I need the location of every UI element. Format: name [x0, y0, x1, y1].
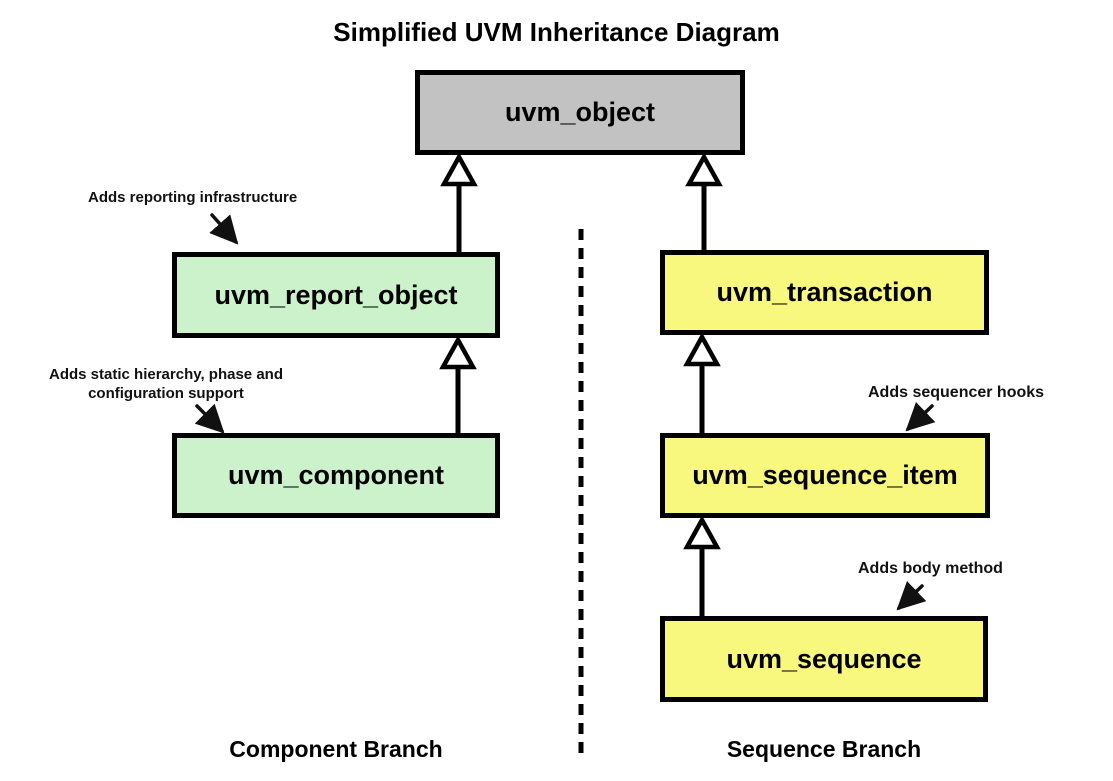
node-uvm-object: uvm_object: [415, 70, 745, 155]
inheritance-arrow-sequence-to-sequence-item: [683, 515, 721, 618]
annotation-body-method: Adds body method: [858, 560, 1003, 577]
annotation-reporting: Adds reporting infrastructure: [88, 189, 298, 206]
inheritance-triangle-icon: [683, 515, 721, 550]
node-label: uvm_report_object: [214, 279, 458, 310]
inheritance-triangle-icon: [683, 332, 721, 367]
branch-label-sequence: Sequence Branch: [726, 736, 922, 762]
node-label: uvm_sequence_item: [692, 460, 958, 490]
annotation-arrow-hierarchy-icon: [194, 403, 225, 434]
inheritance-triangle-icon: [439, 335, 477, 370]
node-label: uvm_transaction: [716, 277, 933, 307]
diagram-title: Simplified UVM Inheritance Diagram: [333, 17, 780, 47]
node-label: uvm_component: [227, 460, 445, 490]
node-uvm-sequence-item: uvm_sequence_item: [660, 433, 990, 518]
annotation-arrow-body-method-icon: [896, 580, 927, 611]
node-uvm-report-object: uvm_report_object: [172, 252, 500, 338]
node-label: uvm_object: [504, 97, 656, 127]
node-uvm-sequence: uvm_sequence: [660, 616, 988, 702]
inheritance-arrow-transaction-to-object: [685, 152, 723, 252]
inheritance-triangle-icon: [685, 152, 723, 187]
annotation-sequencer-hooks: Adds sequencer hooks: [868, 384, 1045, 401]
node-uvm-component: uvm_component: [172, 433, 500, 518]
branch-label-component: Component Branch: [229, 736, 443, 762]
node-label: uvm_sequence: [726, 643, 922, 674]
inheritance-arrow-component-to-report-object: [439, 335, 477, 435]
node-uvm-transaction: uvm_transaction: [660, 250, 989, 335]
inheritance-triangle-icon: [440, 152, 478, 187]
inheritance-arrow-report-object-to-object: [440, 152, 478, 254]
annotation-arrow-sequencer-hooks-icon: [905, 401, 936, 432]
annotation-arrow-reporting-icon: [209, 213, 239, 245]
annotation-hierarchy: Adds static hierarchy, phase and configu…: [49, 366, 283, 402]
inheritance-arrow-sequence-item-to-transaction: [683, 332, 721, 435]
